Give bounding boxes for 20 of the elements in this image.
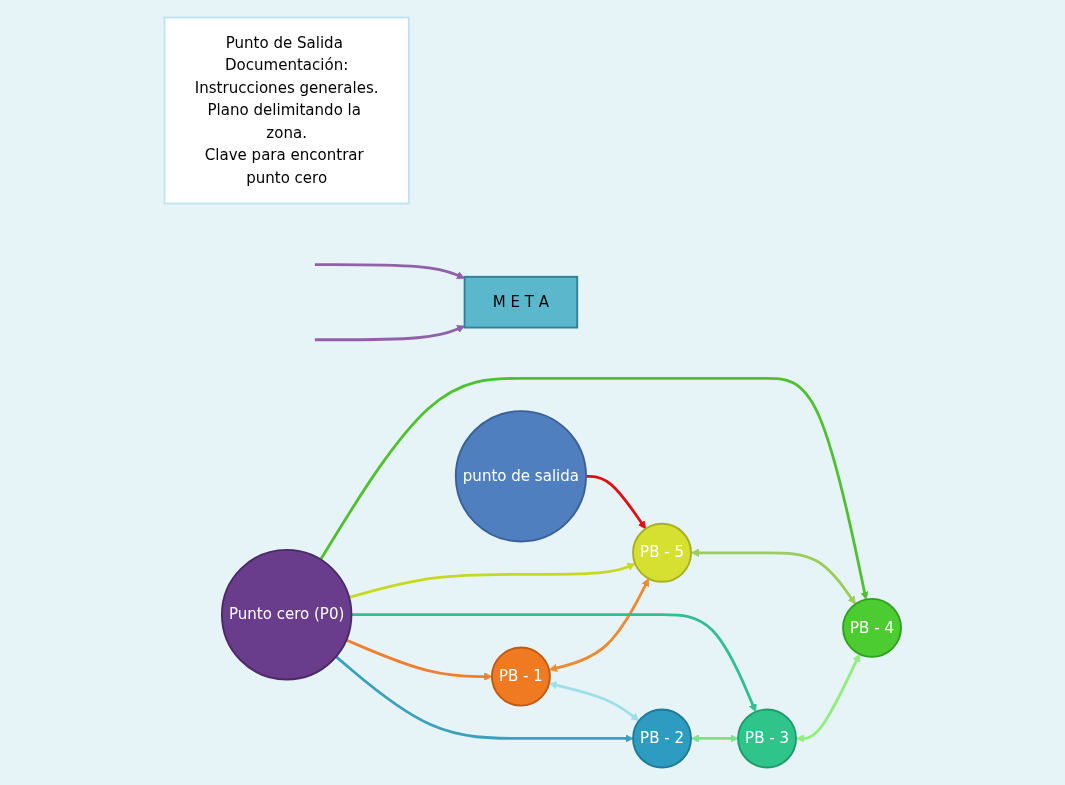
arrow [585, 474, 646, 530]
arrow [314, 263, 465, 280]
node-box: M E T A [463, 275, 578, 329]
node-circle: PB - 1 [490, 646, 551, 707]
arrow [690, 548, 856, 605]
arrow [345, 638, 492, 681]
node-circle: punto de salida [454, 410, 587, 543]
arrow [348, 562, 636, 599]
arrow [319, 376, 869, 600]
arrow [548, 578, 649, 672]
arrow [548, 681, 640, 722]
node-circle: PB - 5 [631, 522, 692, 583]
node-circle: PB - 3 [736, 708, 797, 769]
arrow [351, 613, 757, 713]
node-box: Punto de Salida Documentación: Instrucciones generales. Plano delimitando la zona. Clave para encontrar punto cero [163, 16, 410, 205]
node-circle: Punto cero (P0) [220, 548, 353, 681]
node-circle: PB - 4 [841, 597, 902, 658]
arrow [314, 325, 465, 342]
arrow [795, 653, 860, 743]
node-circle: PB - 2 [631, 708, 692, 769]
